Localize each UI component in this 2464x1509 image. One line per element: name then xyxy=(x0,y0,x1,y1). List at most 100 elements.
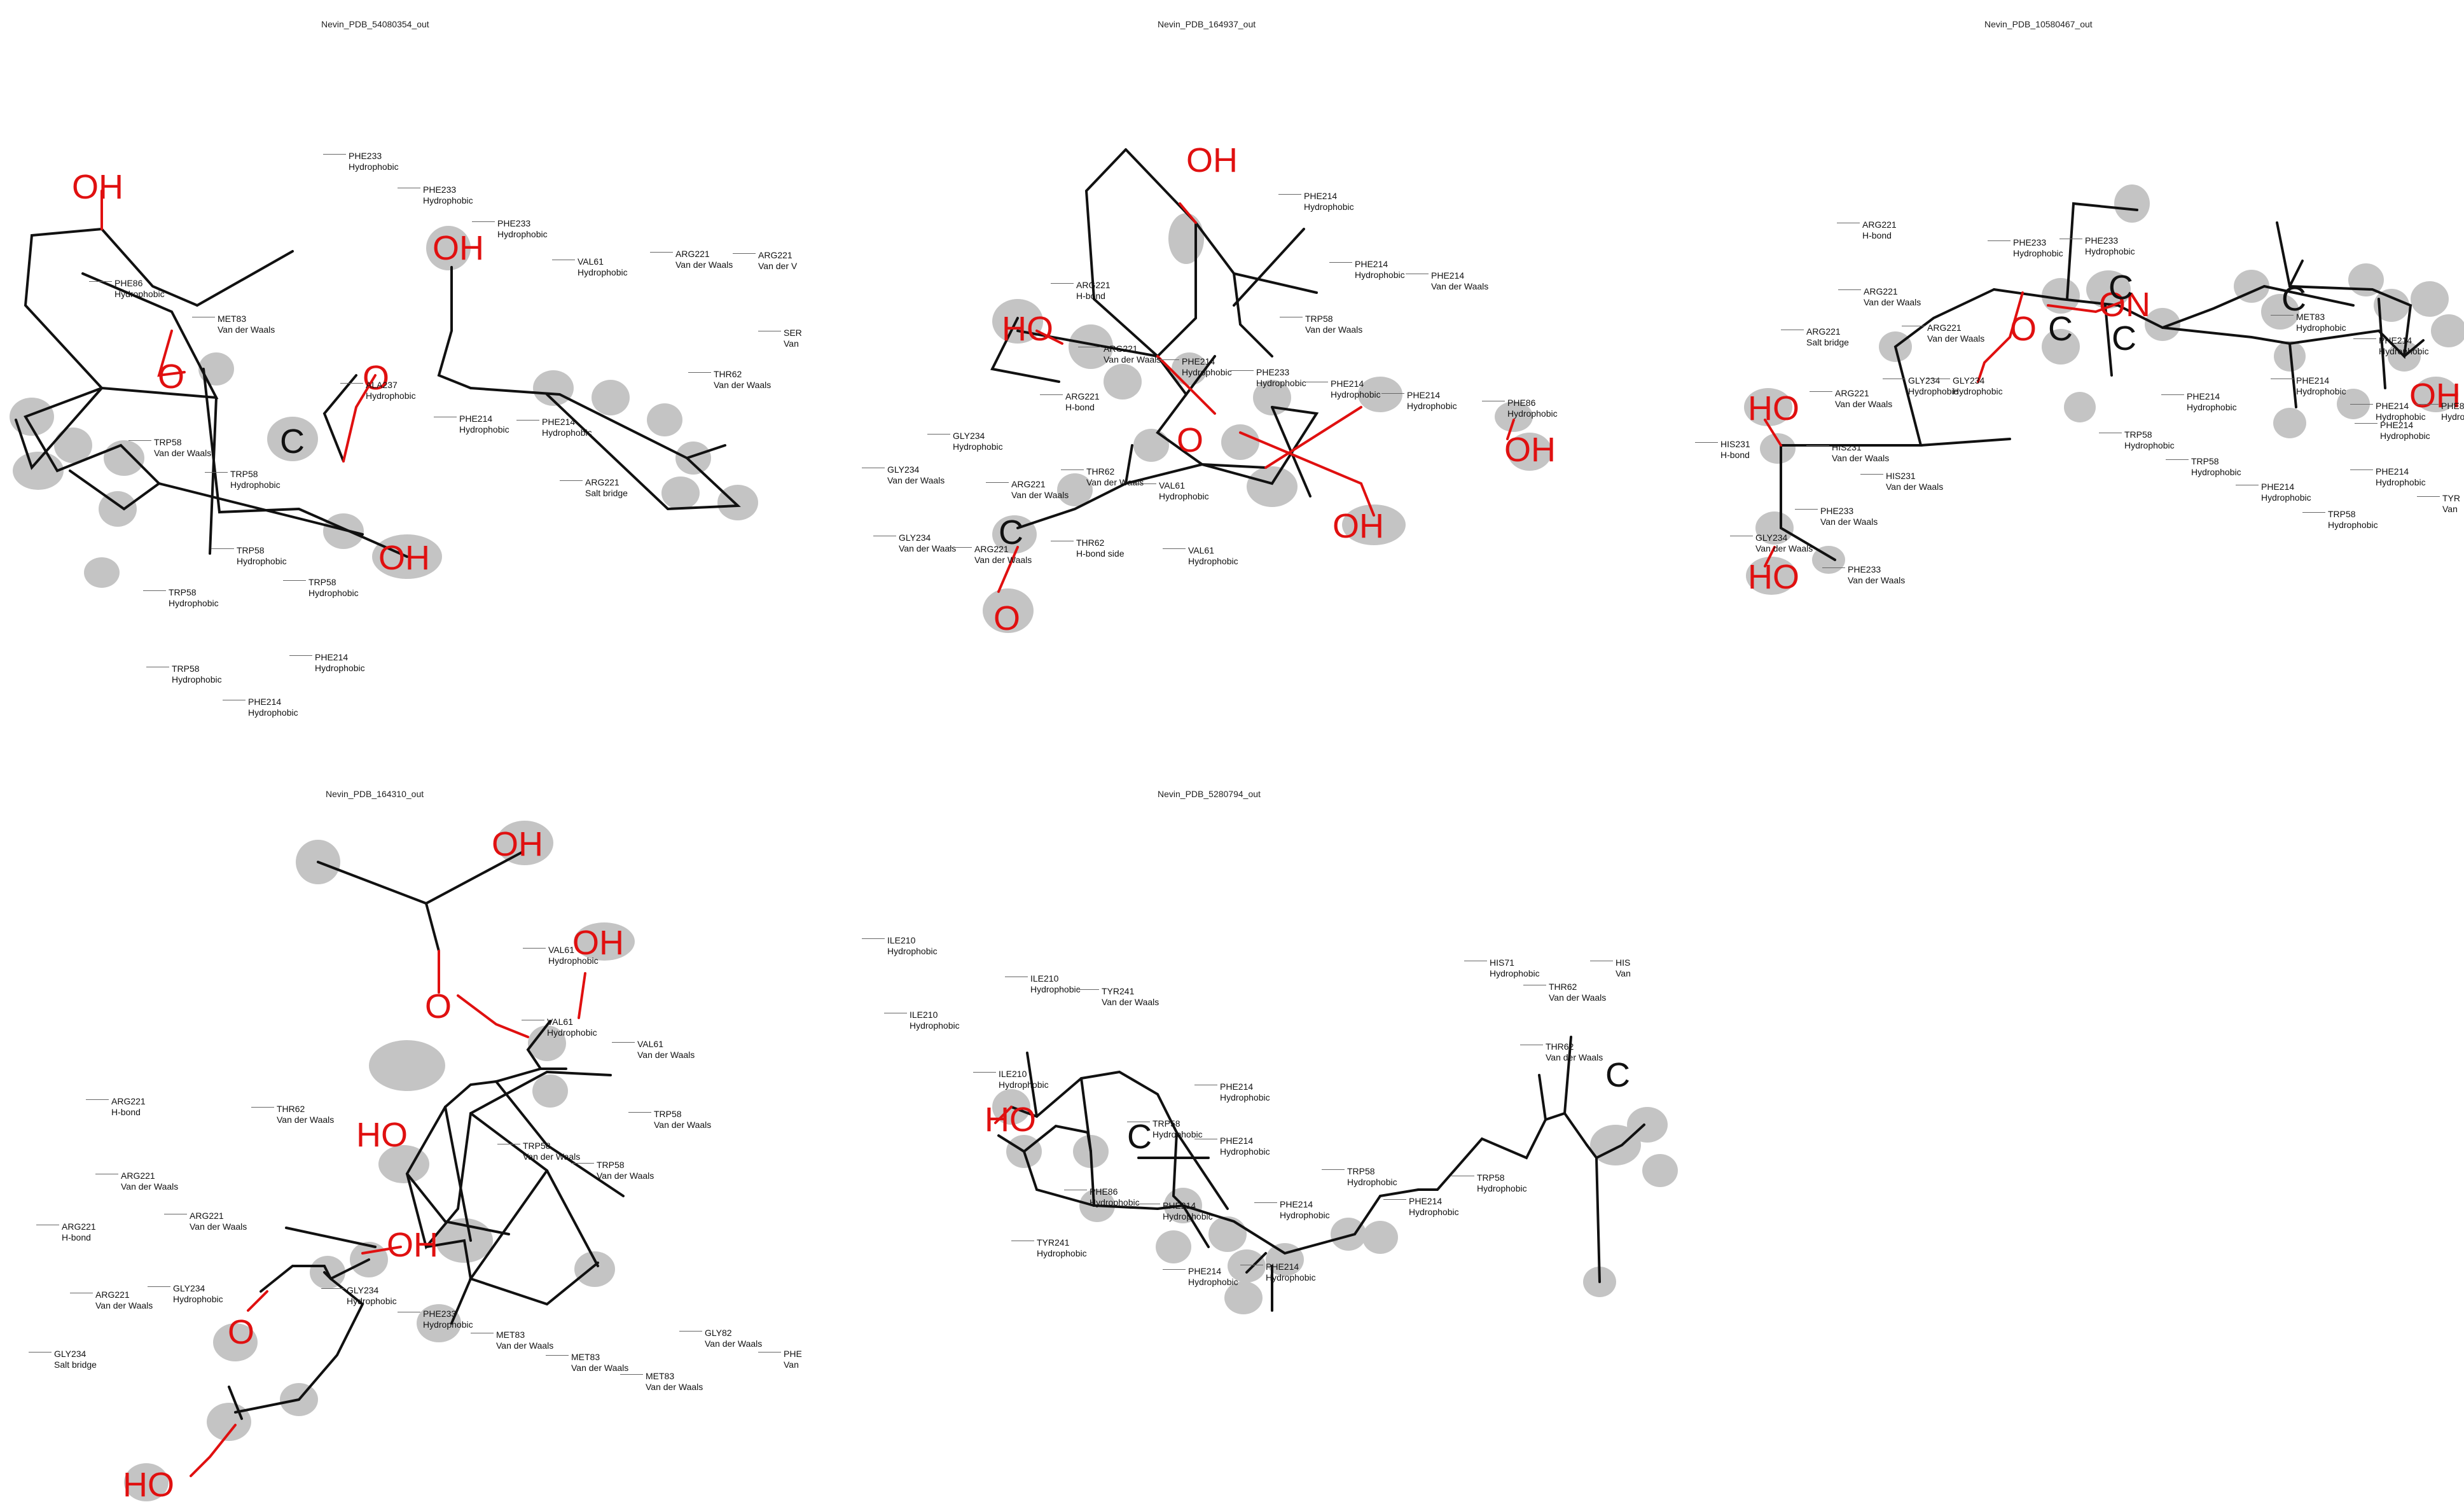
atom-labels: OH OH O O C OH xyxy=(72,168,484,577)
atom-label: C xyxy=(280,422,305,461)
atom-label: OH xyxy=(433,229,484,267)
atom-label: OH xyxy=(1332,507,1384,545)
atom-label: O xyxy=(1177,421,1203,459)
bonds xyxy=(994,1036,1645,1312)
atom-label: O xyxy=(2010,310,2037,348)
atom-label: C xyxy=(2108,268,2133,307)
molecule-diagram: OH HO O OH OH O C xyxy=(983,141,1556,637)
atom-label: C xyxy=(2112,319,2136,358)
atom-label: OH xyxy=(378,539,430,577)
atom-label: O xyxy=(228,1313,254,1351)
contact-shadows xyxy=(10,226,758,588)
atom-label: O xyxy=(425,987,452,1026)
molecule-diagram: OH OH O O C OH xyxy=(10,168,758,588)
atom-label: C xyxy=(2281,280,2306,318)
panel-title: Nevin_PDB_54080354_out xyxy=(321,19,429,29)
atom-label: O xyxy=(158,358,184,396)
atom-label: HO xyxy=(1748,389,1799,428)
atom-labels: OH HO O OH OH O C xyxy=(993,141,1556,637)
atom-label: O xyxy=(363,359,389,397)
atom-label: OH xyxy=(72,168,123,206)
panel-4: Nevin_PDB_164310_out xyxy=(0,751,827,1509)
atom-label: OH xyxy=(572,924,624,962)
atom-labels: OH OH O HO OH O HO xyxy=(123,825,624,1504)
contact-shadows xyxy=(1744,184,2464,595)
panel-title: Nevin_PDB_164937_out xyxy=(1158,19,1256,29)
atom-label: OH xyxy=(387,1226,438,1264)
atom-label: O xyxy=(993,599,1020,637)
atom-label: HO xyxy=(985,1101,1036,1139)
bonds xyxy=(15,190,741,558)
panel-title: Nevin_PDB_5280794_out xyxy=(1158,789,1261,799)
bonds xyxy=(1764,202,2425,567)
atom-label: C xyxy=(1127,1118,1152,1156)
atom-label: OH xyxy=(1504,431,1556,469)
atom-label: HO xyxy=(356,1116,408,1154)
atom-label: C xyxy=(2048,310,2073,348)
atom-labels: HO C C xyxy=(985,1056,1630,1156)
bonds xyxy=(990,148,1515,593)
atom-label: C xyxy=(999,513,1023,552)
